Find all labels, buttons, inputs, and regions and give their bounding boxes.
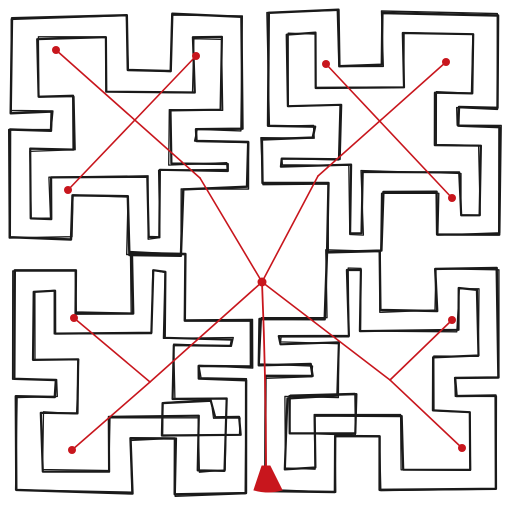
maze-quadrant-tl [9,14,249,256]
endpoint-dot [448,194,456,202]
endpoint-dot [442,58,450,66]
junction-dot [258,278,267,287]
maze-notch-block [289,394,356,433]
maze-outer-outline [14,253,251,494]
endpoint-dot [192,52,200,60]
red-path-segment [318,62,446,176]
endpoint-dot [458,444,466,452]
endpoint-dot [64,186,72,194]
base-arrowhead [254,466,282,492]
endpoint-dot [448,316,456,324]
red-path-segment [200,178,262,282]
endpoint-dot [52,46,60,54]
maze-outline-layer [9,10,502,497]
endpoint-dot [70,314,78,322]
red-path-layer [52,46,466,492]
red-path-segment [262,176,318,282]
red-path-segment [326,64,452,198]
endpoint-dot [322,60,330,68]
red-path-segment [390,320,452,380]
red-path-segment [74,318,150,382]
maze-quadrant-bl [13,252,253,497]
red-stem-line [262,282,266,470]
endpoint-dot [68,446,76,454]
